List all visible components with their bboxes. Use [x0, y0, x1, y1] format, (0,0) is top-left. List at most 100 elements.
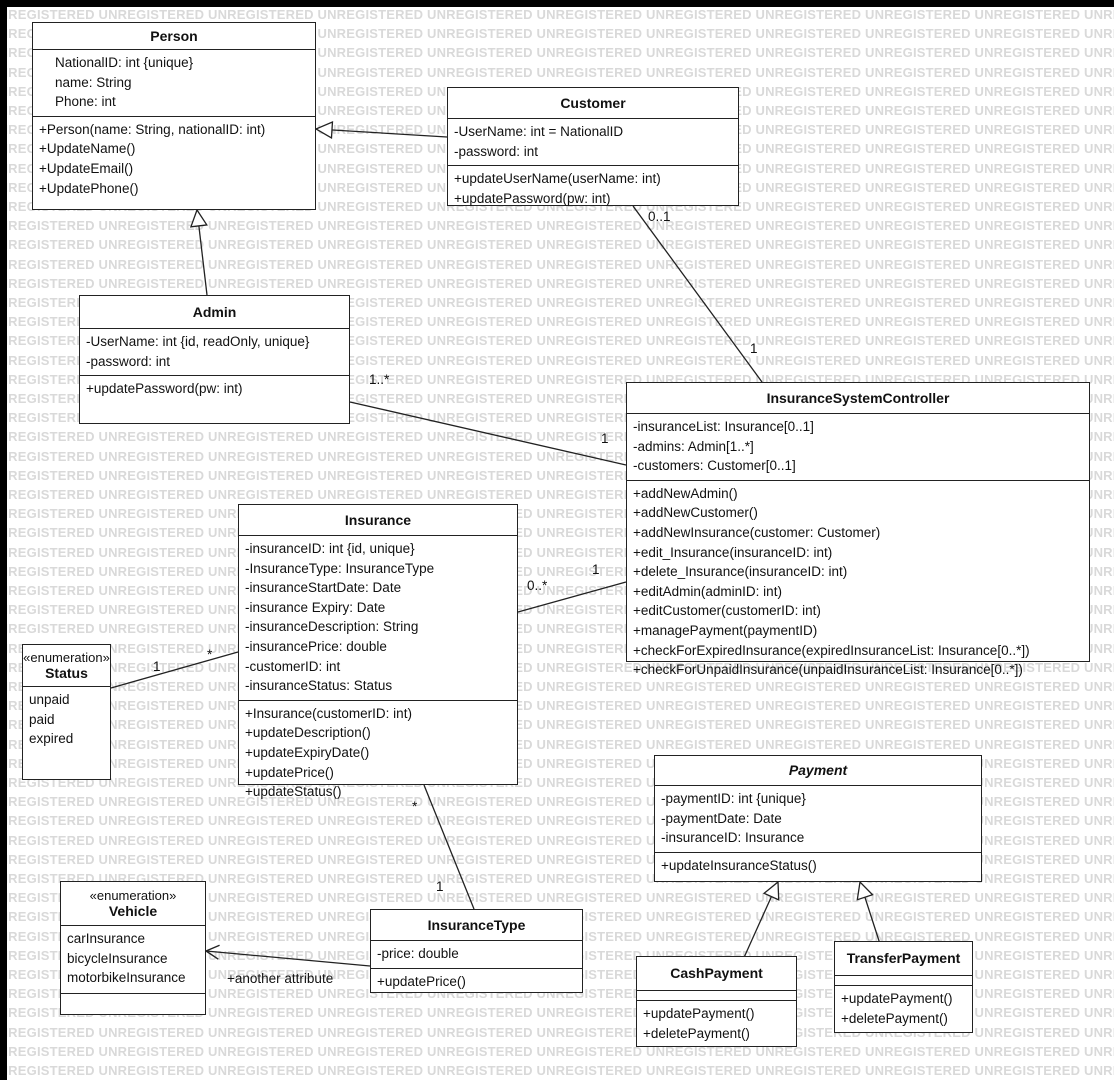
multiplicity-status-end: 1 — [153, 659, 161, 674]
operation: +updateUserName(userName: int) — [454, 171, 661, 187]
attribute: -UserName: int {id, readOnly, unique} — [86, 334, 310, 349]
attribute: -insurance Expiry: Date — [245, 599, 386, 615]
watermark-text: UNREGISTERED UNREGISTERED UNREGISTERED U… — [7, 1063, 1114, 1078]
attribute: -password: int — [86, 353, 171, 369]
payment-attributes: -paymentID: int {unique} -paymentDate: D… — [655, 786, 981, 853]
watermark-text: UNREGISTERED UNREGISTERED UNREGISTERED U… — [7, 7, 1114, 22]
operation: +updatePrice() — [245, 764, 334, 780]
attribute: -price: double — [377, 946, 459, 961]
admin-controller-association — [349, 401, 627, 466]
person-class-name: Person — [150, 27, 198, 44]
admin-class-name: Admin — [192, 303, 237, 320]
operation: +updateExpiryDate() — [245, 744, 370, 760]
status-insurance-association — [110, 651, 239, 689]
transfer-payment-class[interactable]: TransferPayment +updatePayment() +delete… — [834, 941, 973, 1033]
enum-literal: motorbikeInsurance — [67, 970, 186, 986]
vehicle-operations — [61, 994, 205, 1014]
admin-person-generalization — [189, 208, 208, 296]
insurance-type-class-name: InsuranceType — [427, 916, 526, 933]
enum-literal: carInsurance — [67, 931, 146, 946]
watermark-text: UNREGISTERED UNREGISTERED UNREGISTERED U… — [7, 890, 1114, 906]
status-enumeration[interactable]: «enumeration» Status unpaid paid expired — [22, 644, 111, 780]
operation: +edit_Insurance(insuranceID: int) — [633, 544, 833, 560]
attribute: -paymentDate: Date — [661, 810, 782, 826]
controller-operations: +addNewAdmin() +addNewCustomer() +addNew… — [627, 481, 1089, 684]
multiplicity-insurance-status-end: * — [207, 647, 213, 662]
multiplicity-insurance-type-insurance-end: * — [412, 799, 418, 814]
vehicle-enumeration-name: Vehicle — [108, 902, 158, 919]
attribute: NationalID: int {unique} — [55, 55, 194, 70]
diagram-canvas: UNREGISTERED UNREGISTERED UNREGISTERED U… — [7, 7, 1114, 1080]
watermark-text: UNREGISTERED UNREGISTERED UNREGISTERED U… — [7, 237, 1114, 253]
operation: +addNewCustomer() — [633, 505, 758, 521]
multiplicity-controller-admin-end: 1 — [601, 431, 609, 446]
transfer-payment-class-name: TransferPayment — [846, 950, 961, 966]
insurance-system-controller-class[interactable]: InsuranceSystemController -insuranceList… — [626, 382, 1090, 677]
vehicle-enumeration[interactable]: «enumeration» Vehicle carInsurance bicyc… — [60, 881, 206, 1015]
insurance-insurancetype-association — [423, 784, 475, 910]
operation: +updateDescription() — [245, 725, 371, 741]
attribute: name: String — [55, 74, 132, 90]
transfer-payment-operations: +updatePayment() +deletePayment() — [835, 986, 972, 1032]
cash-payment-class[interactable]: CashPayment +updatePayment() +deletePaym… — [636, 956, 797, 1047]
insurance-type-class[interactable]: InsuranceType -price: double +updatePric… — [370, 909, 583, 993]
insurance-controller-association — [517, 581, 627, 613]
payment-class[interactable]: Payment -paymentID: int {unique} -paymen… — [654, 755, 982, 882]
insurance-type-operations: +updatePrice() — [371, 969, 582, 996]
operation: +updatePayment() — [643, 1006, 755, 1021]
cashpayment-payment-generalization — [741, 880, 780, 963]
edge-label-another-attribute: +another attribute — [227, 971, 334, 986]
operation: +updatePassword(pw: int) — [454, 190, 611, 206]
operation: +delete_Insurance(insuranceID: int) — [633, 564, 848, 580]
person-operations: +Person(name: String, nationalID: int) +… — [33, 117, 315, 202]
operation: +managePayment(paymentID) — [633, 622, 818, 638]
transfer-payment-attributes — [835, 976, 972, 986]
admin-class[interactable]: Admin -UserName: int {id, readOnly, uniq… — [79, 295, 350, 424]
attribute: -insuranceDescription: String — [245, 619, 419, 635]
operation: +UpdateEmail() — [39, 160, 134, 176]
operation: +editCustomer(customerID: int) — [633, 603, 821, 619]
transferpayment-payment-generalization — [856, 880, 882, 948]
person-class[interactable]: Person NationalID: int {unique} name: St… — [32, 22, 316, 210]
attribute: -UserName: int = NationalID — [454, 124, 624, 139]
customer-class-name: Customer — [560, 94, 626, 111]
attribute: -insuranceStatus: Status — [245, 678, 393, 694]
cash-payment-class-name: CashPayment — [670, 965, 763, 981]
multiplicity-insurance-controller-end: 0..* — [527, 578, 548, 593]
attribute: -customers: Customer[0..1] — [633, 458, 796, 474]
cash-payment-operations: +updatePayment() +deletePayment() — [637, 1001, 796, 1047]
enum-literal: bicycleInsurance — [67, 950, 168, 966]
operation: +checkForUnpaidInsurance(unpaidInsurance… — [633, 662, 1023, 678]
operation: +deletePayment() — [643, 1025, 750, 1041]
customer-controller-association — [632, 205, 763, 383]
operation: +deletePayment() — [841, 1010, 948, 1026]
customer-attributes: -UserName: int = NationalID -password: i… — [448, 119, 738, 167]
enum-literal: unpaid — [29, 692, 70, 707]
attribute: -insuranceID: Insurance — [661, 830, 805, 846]
insurancetype-vehicle-association — [204, 944, 371, 967]
operation: +checkForExpiredInsurance(expiredInsuran… — [633, 642, 1030, 658]
watermark-text: UNREGISTERED UNREGISTERED UNREGISTERED U… — [7, 1043, 1114, 1059]
insurance-class[interactable]: Insurance -insuranceID: int {id, unique}… — [238, 504, 518, 799]
enum-literal: expired — [29, 731, 74, 747]
person-attributes: NationalID: int {unique} name: String Ph… — [33, 50, 315, 117]
watermark-text: UNREGISTERED UNREGISTERED UNREGISTERED U… — [7, 256, 1114, 272]
operation: +updateInsuranceStatus() — [661, 857, 817, 873]
operation: +UpdateName() — [39, 141, 136, 157]
customer-person-generalization — [314, 120, 448, 140]
customer-class[interactable]: Customer -UserName: int = NationalID -pa… — [447, 87, 739, 206]
status-stereotype: «enumeration» — [23, 649, 110, 665]
vehicle-stereotype: «enumeration» — [89, 887, 177, 903]
status-enumeration-name: Status — [45, 664, 88, 681]
operation: +Insurance(customerID: int) — [245, 705, 412, 721]
attribute: -insuranceList: Insurance[0..1] — [633, 419, 814, 434]
attribute: -insuranceID: int {id, unique} — [245, 541, 415, 556]
attribute: -insuranceStartDate: Date — [245, 580, 402, 596]
operation: +editAdmin(adminID: int) — [633, 583, 782, 599]
attribute: -paymentID: int {unique} — [661, 791, 806, 806]
operation: +updatePassword(pw: int) — [86, 381, 243, 397]
insurance-attributes: -insuranceID: int {id, unique} -Insuranc… — [239, 536, 517, 701]
multiplicity-controller-insurance-end: 1 — [592, 562, 600, 577]
operation: +updatePayment() — [841, 991, 953, 1006]
admin-operations: +updatePassword(pw: int) — [80, 376, 349, 403]
